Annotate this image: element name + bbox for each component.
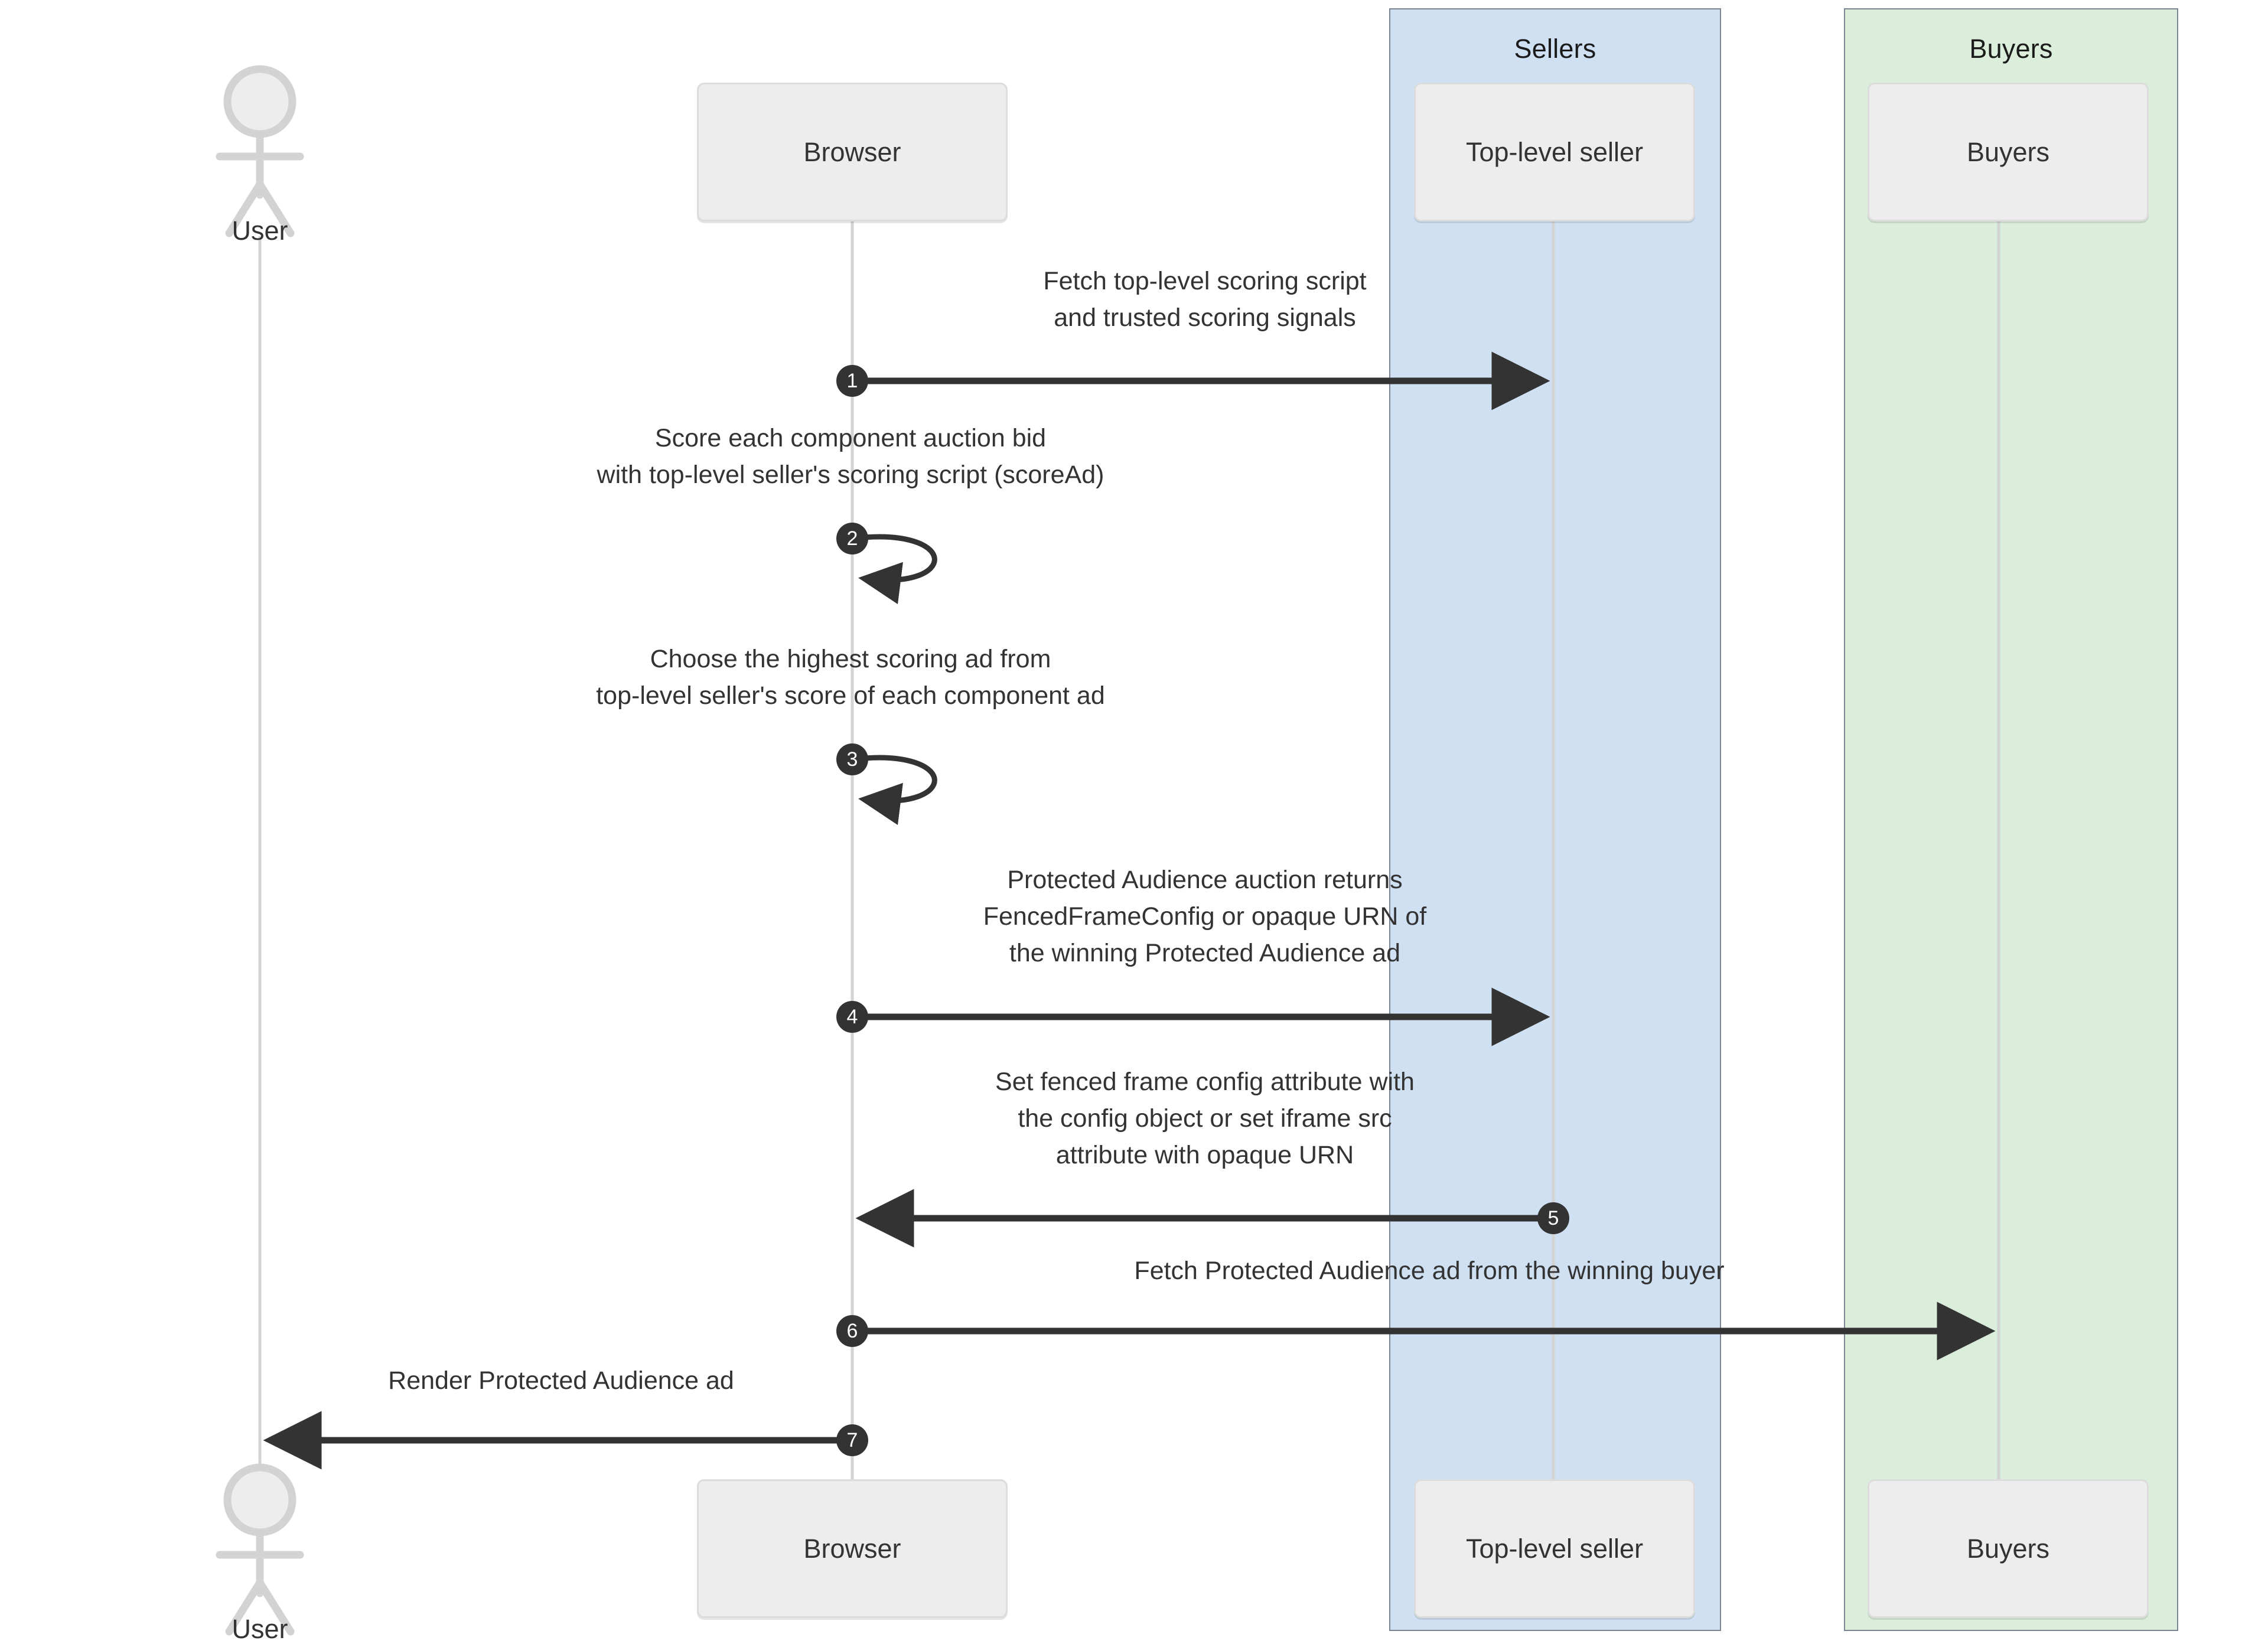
actor-label-user-bottom: User bbox=[232, 1614, 288, 1644]
group-buyers-title: Buyers bbox=[1969, 34, 2053, 64]
arrow-message-3 bbox=[852, 755, 937, 826]
lifebox-buyer-top[interactable]: Buyers bbox=[1868, 83, 2149, 221]
actor-user-figure-top bbox=[216, 65, 304, 237]
actor-user-figure-bottom bbox=[216, 1463, 304, 1636]
actor-label-user-top: User bbox=[232, 216, 288, 246]
group-buyers bbox=[1844, 8, 2178, 1631]
seq-badge-2: 2 bbox=[836, 523, 868, 554]
lifebox-buyer-bottom[interactable]: Buyers bbox=[1868, 1479, 2149, 1618]
seq-badge-4: 4 bbox=[836, 1001, 868, 1033]
lifebox-browser-top[interactable]: Browser bbox=[697, 83, 1008, 221]
seq-badge-5: 5 bbox=[1537, 1202, 1569, 1234]
arrow-message-2 bbox=[852, 534, 937, 605]
group-sellers-title: Sellers bbox=[1514, 34, 1596, 64]
lifebox-seller-top[interactable]: Top-level seller bbox=[1414, 83, 1695, 221]
group-sellers bbox=[1389, 8, 1721, 1631]
lifelines bbox=[258, 221, 2000, 1479]
lifebox-seller-bottom[interactable]: Top-level seller bbox=[1414, 1479, 1695, 1618]
message-arrows bbox=[263, 351, 1996, 1470]
seq-badge-7: 7 bbox=[836, 1424, 868, 1456]
seq-badge-1: 1 bbox=[836, 365, 868, 397]
lifebox-browser-bottom[interactable]: Browser bbox=[697, 1479, 1008, 1618]
seq-badge-3: 3 bbox=[836, 743, 868, 775]
seq-badge-6: 6 bbox=[836, 1315, 868, 1347]
